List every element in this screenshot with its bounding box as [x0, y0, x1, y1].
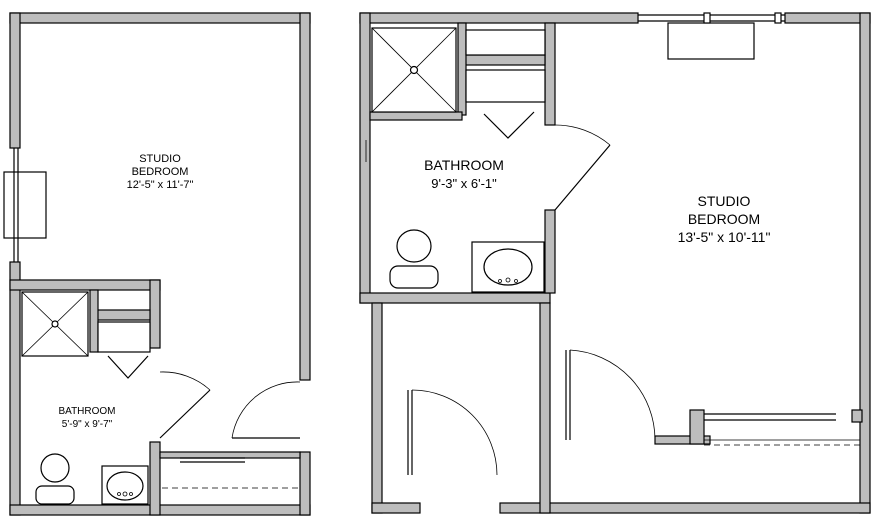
bathroom-cabinet-lower [465, 69, 546, 103]
bedroom-dimensions: 13'-5" x 10'-11" [678, 229, 771, 245]
shower [371, 27, 457, 113]
bathroom-walls [9, 279, 161, 516]
bedroom-dimensions: 12'-5" x 11'-7" [127, 179, 194, 191]
closet-bifold-door [107, 355, 149, 379]
bathroom-dimensions: 9'-3" x 6'-1" [431, 176, 497, 191]
bathroom-cabinet-upper [465, 29, 546, 56]
entry-door [231, 381, 301, 439]
shower [21, 291, 89, 357]
window-top-wall [638, 12, 785, 60]
bathroom-door [159, 371, 211, 439]
sink [471, 241, 545, 293]
bathroom-label: BATHROOM [424, 157, 504, 173]
bedroom-label-line2: BEDROOM [688, 211, 760, 227]
floor-plan-left: STUDIO BEDROOM 12'-5" x 11'-7" BATHROOM … [3, 12, 311, 516]
bathroom-door [554, 124, 611, 211]
lower-door [407, 389, 498, 476]
window-left-wall [3, 148, 47, 262]
bathroom-cabinet [97, 321, 151, 353]
bedroom-label: STUDIO [698, 193, 751, 209]
closet-sliding-doors [654, 409, 863, 446]
exterior-walls [9, 12, 311, 516]
exterior-walls [359, 12, 871, 514]
entry-door [565, 349, 656, 441]
closet-bifold-door [483, 111, 535, 139]
sink [101, 465, 149, 505]
bedroom-label: STUDIO [139, 153, 181, 165]
floor-plan-right: BATHROOM 9'-3" x 6'-1" STUDIO BEDROOM 13… [359, 12, 871, 514]
toilet [35, 453, 75, 505]
bathroom-dimensions: 5'-9" x 9'-7" [62, 419, 113, 430]
toilet [389, 229, 439, 289]
closet-sliding-doors [159, 451, 301, 489]
bathroom-label: BATHROOM [58, 406, 115, 417]
bedroom-label-line2: BEDROOM [132, 166, 189, 178]
